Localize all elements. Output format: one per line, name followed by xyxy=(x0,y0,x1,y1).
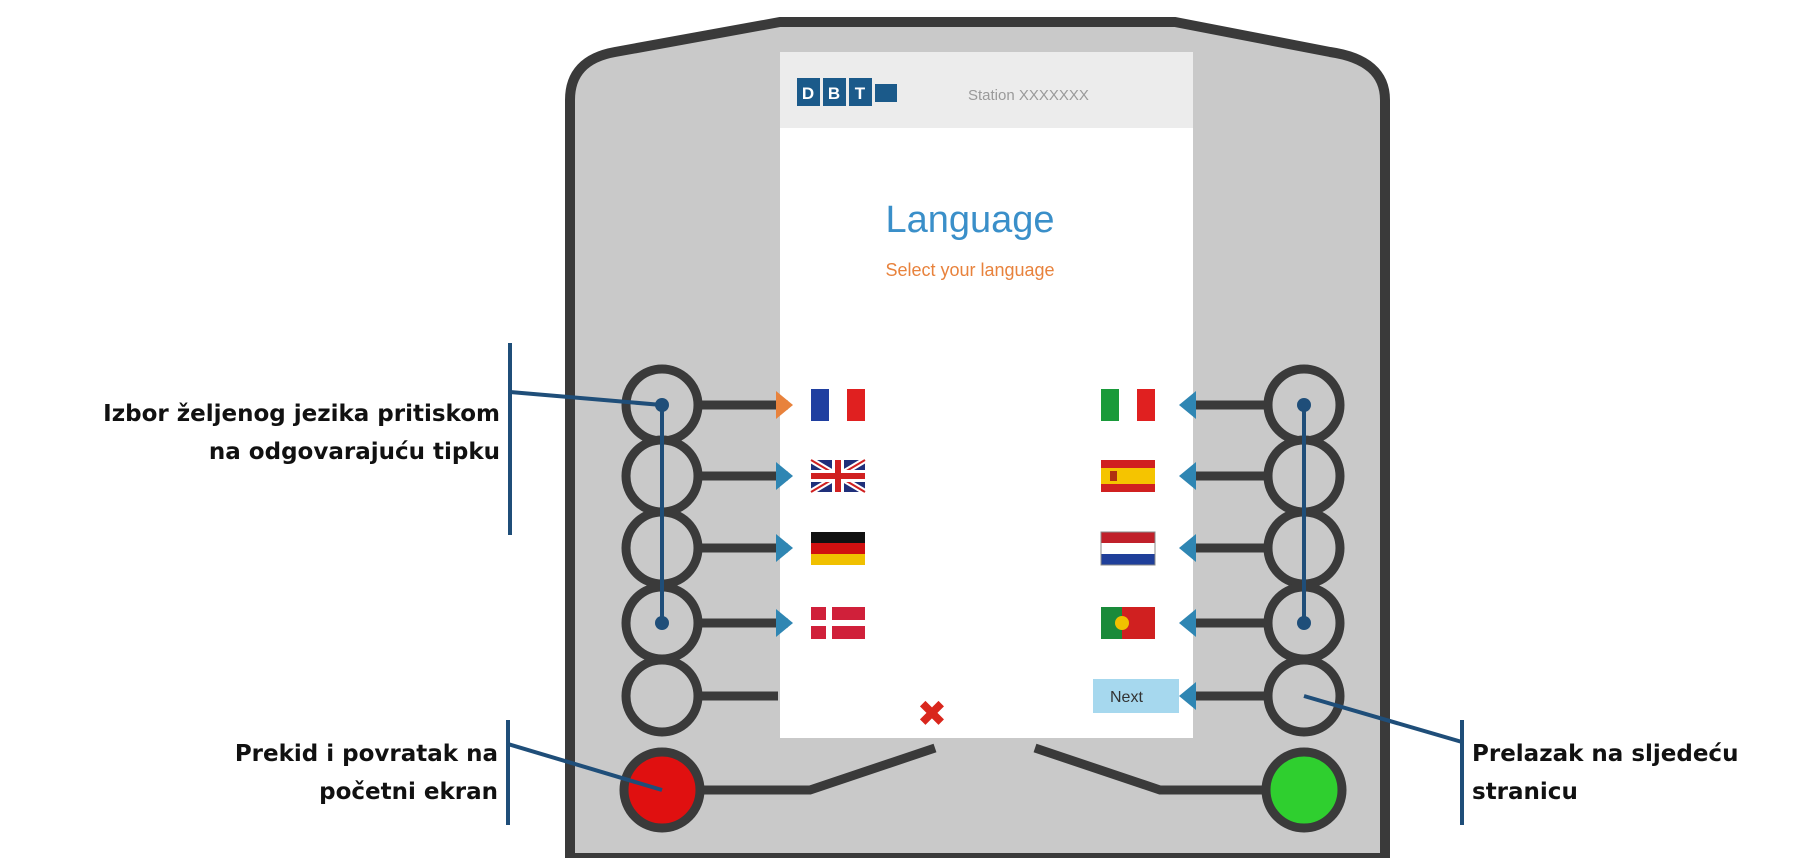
arrow-left-icon xyxy=(1179,462,1196,490)
dbt-logo: D B T xyxy=(797,78,897,106)
annotation-select-line2: na odgovarajuću tipku xyxy=(208,439,500,465)
left-button-5[interactable] xyxy=(621,655,703,737)
callout-dot xyxy=(1297,398,1311,412)
netherlands-flag[interactable] xyxy=(1100,531,1156,566)
arrow-right-icon xyxy=(776,391,793,419)
red-button-line xyxy=(690,743,937,795)
annotation-next: Prelazak na sljedeću stranicu xyxy=(1472,735,1797,811)
cancel-icon[interactable]: ✖ xyxy=(917,694,947,735)
annotation-next-line1: Prelazak na sljedeću xyxy=(1472,741,1739,767)
arrow-left-icon xyxy=(1179,682,1196,710)
callout-dot xyxy=(655,398,669,412)
callout-dot xyxy=(1297,616,1311,630)
arrow-left-icon xyxy=(1179,534,1196,562)
svg-text:T: T xyxy=(855,84,866,103)
annotation-next-line2: stranicu xyxy=(1472,779,1578,805)
green-button-line xyxy=(1033,743,1270,795)
screen-title: Language xyxy=(885,199,1054,241)
left-button-column xyxy=(700,400,788,701)
callout-dot xyxy=(655,616,669,630)
svg-text:B: B xyxy=(828,84,840,103)
annotation-select-language: Izbor željenog jezika pritiskom na odgov… xyxy=(8,395,500,471)
arrow-right-icon xyxy=(776,609,793,637)
screen-header xyxy=(780,52,1193,128)
arrow-right-icon xyxy=(776,534,793,562)
callout-lines xyxy=(506,343,1464,825)
screen-subtitle: Select your language xyxy=(885,260,1054,280)
denmark-flag[interactable] xyxy=(811,607,865,639)
svg-text:D: D xyxy=(802,84,814,103)
portugal-flag[interactable] xyxy=(1101,607,1155,639)
spain-flag[interactable] xyxy=(1101,460,1155,492)
italy-flag[interactable] xyxy=(1101,389,1155,421)
france-flag[interactable] xyxy=(811,389,865,421)
annotation-cancel: Prekid i povratak na početni ekran xyxy=(8,735,498,811)
green-next-button[interactable] xyxy=(1261,747,1347,833)
annotation-select-line1: Izbor željenog jezika pritiskom xyxy=(103,401,500,427)
germany-flag[interactable] xyxy=(811,532,865,565)
arrow-right-icon xyxy=(776,462,793,490)
station-label: Station XXXXXXX xyxy=(968,87,1089,104)
uk-flag[interactable] xyxy=(809,457,867,495)
next-label: Next xyxy=(1110,689,1143,706)
annotation-cancel-line2: početni ekran xyxy=(319,779,498,805)
next-button[interactable] xyxy=(1093,679,1179,713)
right-button-column xyxy=(1185,400,1268,701)
annotation-cancel-line1: Prekid i povratak na xyxy=(234,741,498,767)
arrow-left-icon xyxy=(1179,391,1196,419)
arrow-left-icon xyxy=(1179,609,1196,637)
